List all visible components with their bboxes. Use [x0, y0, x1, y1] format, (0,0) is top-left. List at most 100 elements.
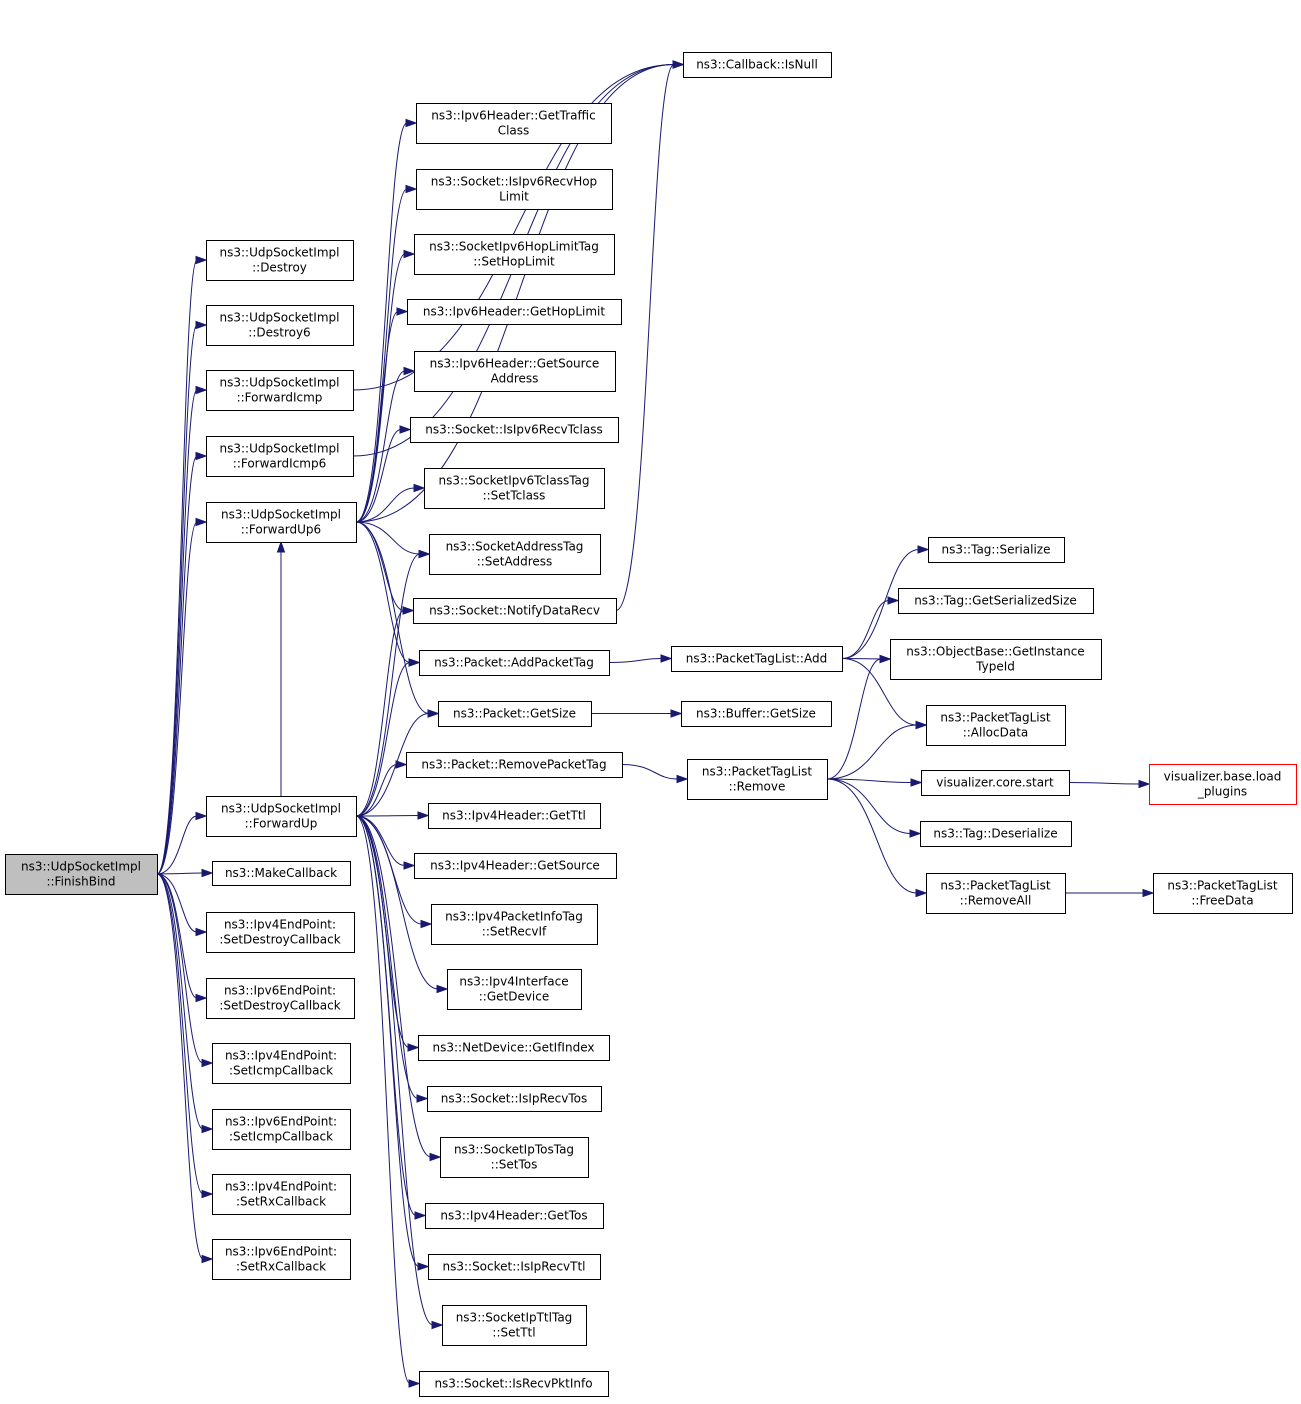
- edge-forwardup-to-addresstag-set: [355, 549, 431, 817]
- node-finishbind[interactable]: ns3::UdpSocketImpl::FinishBind: [5, 854, 158, 895]
- edge-packet-getsize-to-buffer-getsize: [590, 709, 683, 718]
- node-ipv4h-getttl[interactable]: ns3::Ipv4Header::GetTtl: [428, 803, 601, 829]
- node-makecallback[interactable]: ns3::MakeCallback: [212, 861, 351, 886]
- node-label-line: ns3::Ipv6EndPoint:: [224, 984, 336, 998]
- edge-forwardup-to-socket-isiprecvttl: [355, 815, 430, 1271]
- node-packet-addpackettag[interactable]: ns3::Packet::AddPacketTag: [419, 650, 610, 676]
- node-box: [890, 639, 1102, 680]
- node-ptl-add[interactable]: ns3::PacketTagList::Add: [671, 646, 843, 672]
- node-box: [681, 701, 832, 727]
- node-tag-getserializedsize[interactable]: ns3::Tag::GetSerializedSize: [898, 588, 1094, 614]
- node-socket-notifydatarecv[interactable]: ns3::Socket::NotifyDataRecv: [413, 598, 617, 624]
- node-socket-isrecvpktinfo[interactable]: ns3::Socket::IsRecvPktInfo: [419, 1371, 609, 1397]
- node-label-line: ::ForwardUp: [245, 817, 318, 831]
- node-ipv6ep-seticmp[interactable]: ns3::Ipv6EndPoint::SetIcmpCallback: [212, 1109, 351, 1150]
- node-box: [413, 598, 617, 624]
- node-label-line: ns3::Socket::IsIpv6RecvTclass: [425, 423, 602, 437]
- node-label-line: :SetRxCallback: [236, 1195, 326, 1209]
- node-label-line: ns3::Socket::IsIpv6RecvHop: [431, 175, 597, 189]
- node-ipv6h-gethoplimit[interactable]: ns3::Ipv6Header::GetHopLimit: [407, 299, 622, 325]
- node-ptl-removeall[interactable]: ns3::PacketTagList::RemoveAll: [926, 873, 1066, 914]
- node-visualizer-base-loadplugins[interactable]: visualizer.base.load_plugins: [1149, 764, 1297, 805]
- node-label-line: ns3::Ipv4EndPoint:: [224, 918, 336, 932]
- node-label-line: ns3::SocketIpTosTag: [454, 1143, 574, 1157]
- node-ipttltag-setttl[interactable]: ns3::SocketIpTtlTag::SetTtl: [442, 1305, 587, 1346]
- node-tclasstag-set[interactable]: ns3::SocketIpv6TclassTag::SetTclass: [424, 468, 605, 509]
- edge-finishbind-to-forwardup: [156, 811, 208, 875]
- node-box: [921, 770, 1070, 796]
- node-tag-deserialize[interactable]: ns3::Tag::Deserialize: [920, 821, 1072, 847]
- node-label-line: ns3::Tag::Serialize: [942, 543, 1051, 557]
- edge-forwardup-to-ipttltag-setttl: [355, 815, 444, 1330]
- node-ipv4ep-setdestroy[interactable]: ns3::Ipv4EndPoint::SetDestroyCallback: [206, 912, 355, 953]
- node-label-line: ns3::PacketTagList: [1167, 879, 1277, 893]
- node-tag-serialize[interactable]: ns3::Tag::Serialize: [928, 537, 1065, 563]
- node-netdevice-getifindex[interactable]: ns3::NetDevice::GetIfIndex: [418, 1035, 610, 1061]
- node-visualizer-core-start[interactable]: visualizer.core.start: [921, 770, 1070, 796]
- node-box: [206, 502, 357, 543]
- node-callback-isnull[interactable]: ns3::Callback::IsNull: [683, 52, 832, 78]
- node-label-line: ns3::Ipv4Header::GetTos: [440, 1209, 587, 1223]
- node-label-line: ::SetTclass: [483, 489, 546, 503]
- edge-forwardup6-to-hoplimittag-set: [355, 249, 416, 523]
- node-label-line: ns3::Packet::AddPacketTag: [434, 656, 594, 670]
- node-box: [671, 646, 843, 672]
- node-forwardup[interactable]: ns3::UdpSocketImpl::ForwardUp: [206, 796, 357, 837]
- node-label-line: ns3::UdpSocketImpl: [220, 442, 340, 456]
- node-ipv4ep-setrx[interactable]: ns3::Ipv4EndPoint::SetRxCallback: [212, 1174, 351, 1215]
- node-box: [438, 701, 592, 727]
- node-ptl-freedata[interactable]: ns3::PacketTagList::FreeData: [1153, 873, 1293, 914]
- node-label-line: :SetIcmpCallback: [229, 1130, 333, 1144]
- edge-forwardup-to-packet-removepackettag: [355, 760, 408, 817]
- edge-forwardup-to-ipv4if-getdevice: [355, 815, 449, 994]
- node-ipv4ep-seticmp[interactable]: ns3::Ipv4EndPoint::SetIcmpCallback: [212, 1043, 351, 1084]
- node-label-line: :SetRxCallback: [236, 1260, 326, 1274]
- node-box: [414, 351, 616, 392]
- edge-visualizer-core-start-to-visualizer-base-loadplugins: [1068, 779, 1151, 789]
- node-socket-isipv6recvtclass[interactable]: ns3::Socket::IsIpv6RecvTclass: [410, 417, 619, 443]
- node-addresstag-set[interactable]: ns3::SocketAddressTag::SetAddress: [429, 534, 601, 575]
- node-box: [687, 759, 828, 800]
- edge-finishbind-to-forwardup6: [156, 517, 208, 875]
- node-hoplimittag-set[interactable]: ns3::SocketIpv6HopLimitTag::SetHopLimit: [414, 234, 615, 275]
- node-label-line: ns3::Ipv6Header::GetSource: [430, 357, 600, 371]
- node-box: [418, 1035, 610, 1061]
- node-ipv4if-getdevice[interactable]: ns3::Ipv4Interface::GetDevice: [447, 969, 582, 1010]
- node-packet-getsize[interactable]: ns3::Packet::GetSize: [438, 701, 592, 727]
- node-box: [416, 103, 612, 144]
- node-forwardup6[interactable]: ns3::UdpSocketImpl::ForwardUp6: [206, 502, 357, 543]
- edge-finishbind-to-makecallback: [156, 868, 214, 878]
- node-destroy6[interactable]: ns3::UdpSocketImpl::Destroy6: [206, 305, 354, 346]
- node-packet-removepackettag[interactable]: ns3::Packet::RemovePacketTag: [406, 752, 623, 778]
- node-label-line: ns3::SocketIpTtlTag: [456, 1311, 573, 1325]
- node-ptl-remove[interactable]: ns3::PacketTagList::Remove: [687, 759, 828, 800]
- node-socket-isiprecvtos[interactable]: ns3::Socket::IsIpRecvTos: [427, 1086, 602, 1112]
- edge-forwardup6-to-ipv6h-gettraffic: [355, 118, 418, 523]
- edge-finishbind-to-forwardicmp: [156, 385, 208, 875]
- node-ipv4h-getsource[interactable]: ns3::Ipv4Header::GetSource: [414, 853, 617, 879]
- node-label-line: ::Destroy6: [248, 326, 310, 340]
- node-buffer-getsize[interactable]: ns3::Buffer::GetSize: [681, 701, 832, 727]
- node-label-line: ns3::Ipv6EndPoint:: [225, 1245, 337, 1259]
- node-ptl-allocdata[interactable]: ns3::PacketTagList::AllocData: [926, 705, 1066, 746]
- edge-ptl-add-to-tag-getserializedsize: [841, 596, 900, 659]
- node-ipv4h-gettos[interactable]: ns3::Ipv4Header::GetTos: [425, 1203, 604, 1229]
- node-destroy[interactable]: ns3::UdpSocketImpl::Destroy: [206, 240, 354, 281]
- node-label-line: ::RemoveAll: [960, 894, 1032, 908]
- node-label-line: ::FinishBind: [46, 875, 115, 889]
- node-box: [898, 588, 1094, 614]
- node-ipv6ep-setdestroy[interactable]: ns3::Ipv6EndPoint::SetDestroyCallback: [206, 978, 355, 1019]
- node-ipv4pktinfotag-setrecvif[interactable]: ns3::Ipv4PacketInfoTag::SetRecvIf: [431, 904, 598, 945]
- node-label-line: ::Remove: [729, 780, 786, 794]
- node-label-line: ns3::Socket::IsRecvPktInfo: [434, 1377, 592, 1391]
- node-forwardicmp6[interactable]: ns3::UdpSocketImpl::ForwardIcmp6: [206, 436, 354, 477]
- node-ipv6ep-setrx[interactable]: ns3::Ipv6EndPoint::SetRxCallback: [212, 1239, 351, 1280]
- node-forwardicmp[interactable]: ns3::UdpSocketImpl::ForwardIcmp: [206, 370, 354, 411]
- node-socket-isiprecvttl[interactable]: ns3::Socket::IsIpRecvTtl: [428, 1254, 601, 1280]
- node-iptostag-settos[interactable]: ns3::SocketIpTosTag::SetTos: [440, 1137, 589, 1178]
